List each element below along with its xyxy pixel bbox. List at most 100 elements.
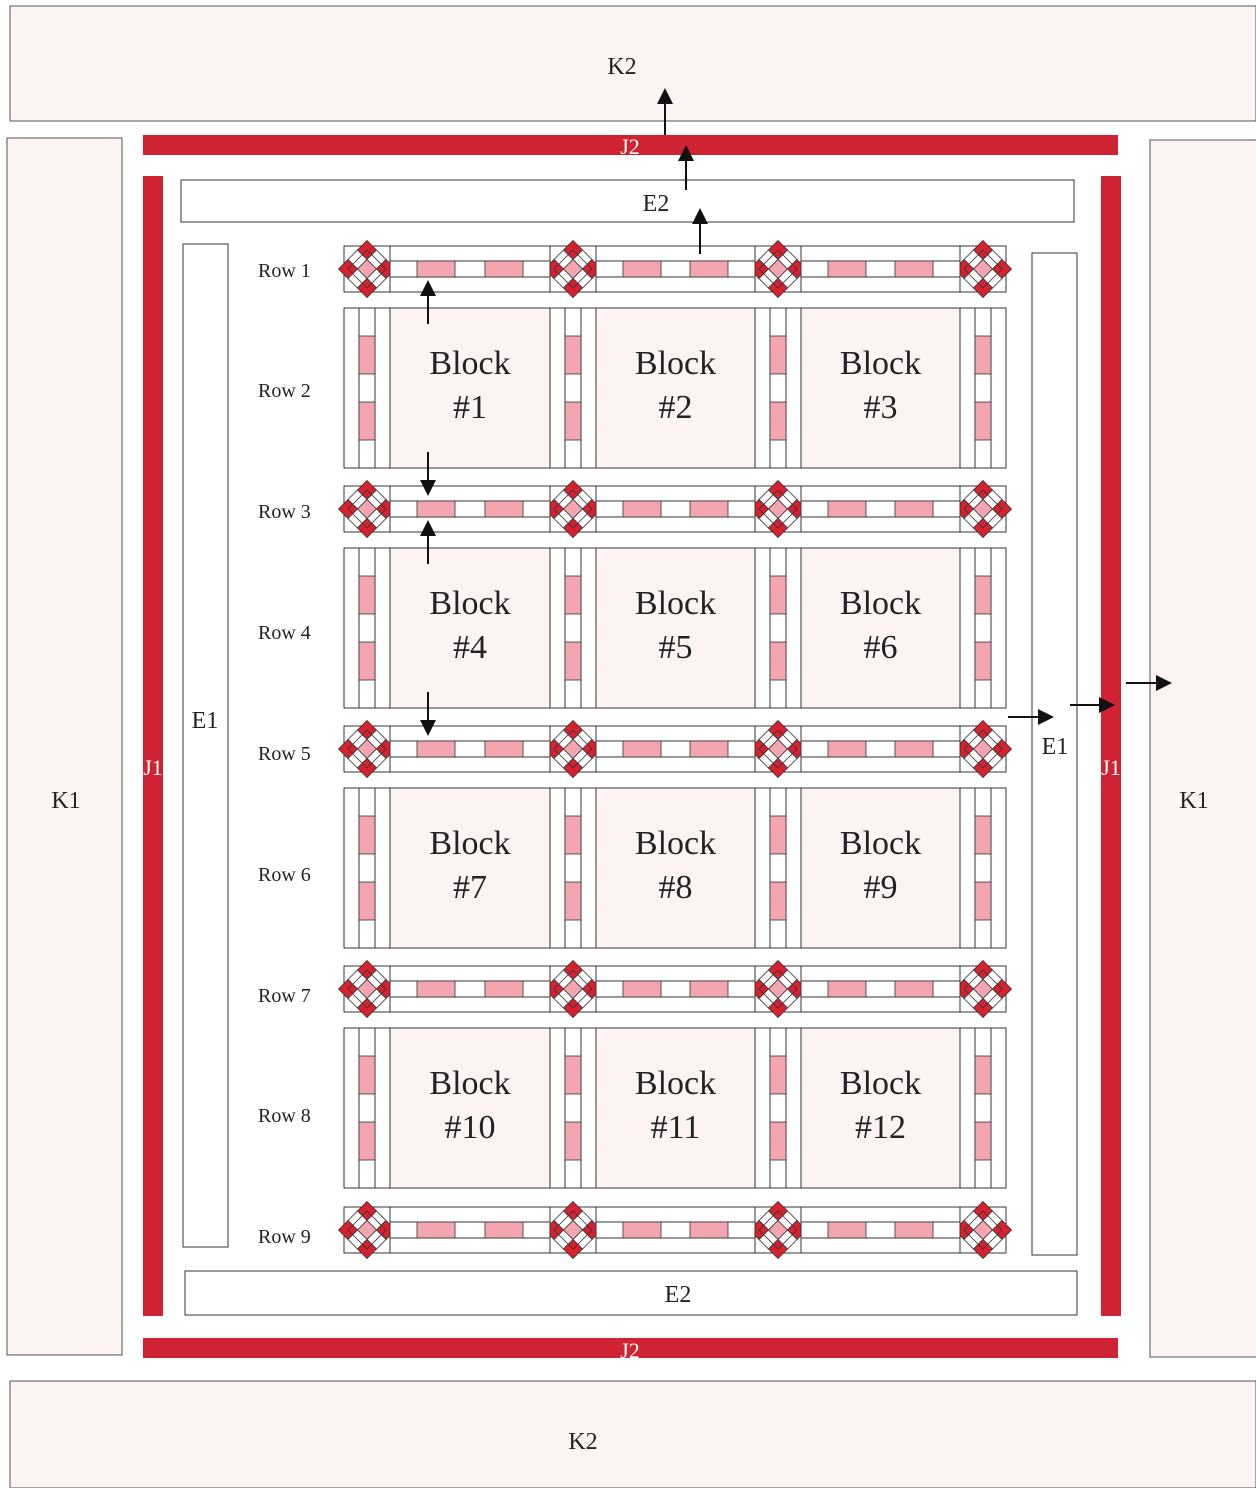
quilt-body: Block#1Block#2Block#3Block#4Block#5Block… <box>337 239 1013 1260</box>
sashing-pink-segment <box>564 1121 582 1161</box>
cornerstone-outline <box>963 729 1003 769</box>
sashing-frame <box>549 547 597 709</box>
k1-right-label: K1 <box>1179 788 1208 814</box>
block-title: Block <box>635 345 716 382</box>
sashing-pink-segment <box>827 740 867 758</box>
cornerstone <box>337 239 397 299</box>
cornerstone <box>748 1200 808 1260</box>
cornerstone-outline <box>963 249 1003 289</box>
k1-left-border <box>6 137 123 1356</box>
sashing-frame <box>800 485 961 533</box>
horizontal-sashing <box>595 725 756 773</box>
cornerstone-outline <box>553 249 593 289</box>
sashing-frame <box>595 965 756 1013</box>
block-square <box>595 787 756 949</box>
cornerstone-outline <box>347 1210 387 1250</box>
row-label: Row 9 <box>258 1226 311 1248</box>
sashing-pink-segment <box>894 980 934 998</box>
k1-left-label: K1 <box>51 788 80 814</box>
vertical-sashing <box>343 1027 391 1189</box>
block-square <box>595 547 756 709</box>
block-number: #4 <box>453 629 487 666</box>
arrow-head <box>1038 709 1054 725</box>
block-number: #3 <box>864 389 898 426</box>
sashing-pink-segment <box>827 1221 867 1239</box>
e2-top-strip <box>180 179 1075 223</box>
sashing-frame <box>389 485 551 533</box>
cornerstone-outline <box>347 729 387 769</box>
vertical-sashing <box>754 307 802 469</box>
block-square <box>800 547 961 709</box>
arrow-head <box>420 520 436 536</box>
sashing-pink-segment <box>484 1221 524 1239</box>
row-label: Row 7 <box>258 985 311 1007</box>
row-label: Row 4 <box>258 622 311 644</box>
sashing-frame <box>754 307 802 469</box>
sashing-frame <box>389 1206 551 1254</box>
block-title: Block <box>840 825 921 862</box>
block-number: #11 <box>651 1109 701 1146</box>
vertical-sashing <box>754 787 802 949</box>
cornerstone <box>953 239 1013 299</box>
sashing-pink-segment <box>769 575 787 615</box>
pressing-arrow <box>420 280 436 324</box>
pressing-arrow <box>1070 697 1115 713</box>
quilt-block: Block#7 <box>389 787 551 949</box>
sashing-pink-segment <box>358 1121 376 1161</box>
sashing-pink-segment <box>358 575 376 615</box>
sashing-pink-segment <box>416 260 456 278</box>
quilt-block: Block #9 <box>800 787 961 949</box>
horizontal-sashing <box>389 245 551 293</box>
sashing-frame <box>754 787 802 949</box>
sashing-pink-segment <box>484 500 524 518</box>
cornerstone <box>748 959 808 1019</box>
arrow-head <box>657 88 673 104</box>
block-title: Block <box>840 1065 921 1102</box>
pressing-arrow <box>678 145 694 190</box>
k2-top-border <box>9 5 1256 122</box>
sashing-pink-segment <box>484 740 524 758</box>
sashing-frame <box>595 725 756 773</box>
row-label: Row 3 <box>258 501 311 523</box>
block-number: #6 <box>864 629 898 666</box>
sashing-pink-segment <box>358 881 376 921</box>
sashing-pink-segment <box>689 740 729 758</box>
vertical-sashing <box>343 787 391 949</box>
j1-right-label: J1 <box>1101 755 1121 780</box>
sashing-frame <box>800 245 961 293</box>
sashing-frame <box>595 485 756 533</box>
sashing-pink-segment <box>622 980 662 998</box>
cornerstone <box>337 959 397 1019</box>
sashing-pink-segment <box>689 1221 729 1239</box>
cornerstone-outline <box>347 249 387 289</box>
sashing-pink-segment <box>974 641 992 681</box>
arrow-head <box>692 208 708 224</box>
block-number: #9 <box>864 869 898 906</box>
sashing-row <box>337 479 1013 539</box>
vertical-sashing <box>549 787 597 949</box>
sashing-pink-segment <box>689 500 729 518</box>
k2-bottom-label: K2 <box>568 1429 597 1455</box>
vertical-sashing <box>549 1027 597 1189</box>
e1-right-label: E1 <box>1042 734 1069 760</box>
horizontal-sashing <box>800 1206 961 1254</box>
sashing-frame <box>389 245 551 293</box>
horizontal-sashing <box>800 245 961 293</box>
arrow-head <box>420 720 436 736</box>
quilt-block: Block#12 <box>800 1027 961 1189</box>
sashing-pink-segment <box>564 881 582 921</box>
sashing-frame <box>389 965 551 1013</box>
j1-left-label: J1 <box>143 755 163 780</box>
sashing-pink-segment <box>358 1055 376 1095</box>
quilt-block: Block#5 <box>595 547 756 709</box>
horizontal-sashing <box>595 1206 756 1254</box>
cornerstone-outline <box>758 1210 798 1250</box>
k2-bottom-border <box>9 1380 1256 1488</box>
arrow-head <box>1156 675 1172 691</box>
j2-bottom-strip <box>143 1338 1118 1358</box>
j2-top-label: J2 <box>620 134 640 159</box>
quilt-block: Block#4 <box>389 547 551 709</box>
horizontal-sashing <box>800 485 961 533</box>
